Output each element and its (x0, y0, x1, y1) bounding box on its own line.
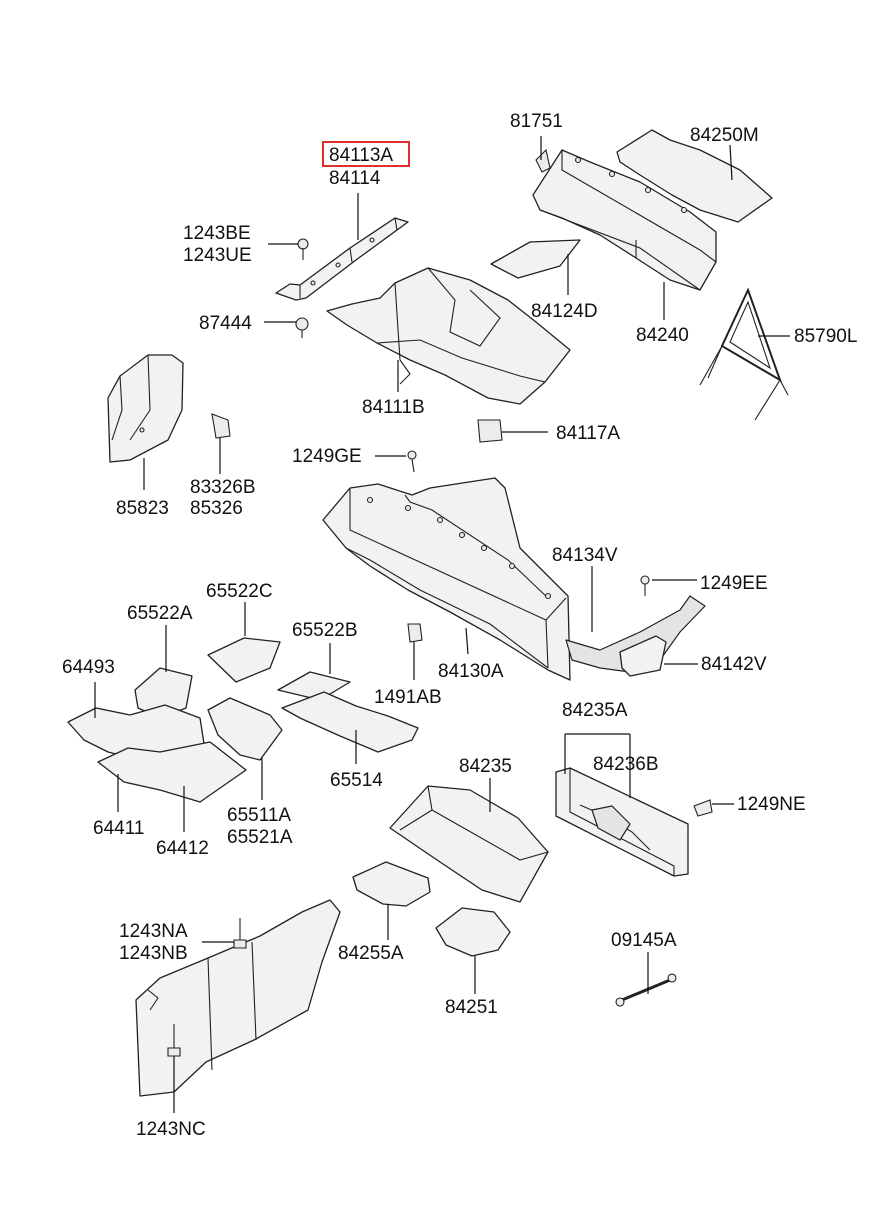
label-65514[interactable]: 65514 (330, 770, 383, 791)
label-1249ge[interactable]: 1249GE (292, 446, 362, 467)
pad-84250m (616, 129, 773, 223)
tray-64411 (67, 704, 247, 803)
label-84117a[interactable]: 84117A (556, 423, 620, 444)
label-87444[interactable]: 87444 (199, 313, 252, 334)
box-84236b (555, 767, 689, 877)
label-83326b[interactable]: 83326B (190, 477, 256, 498)
label-1249ee[interactable]: 1249EE (700, 573, 768, 594)
label-84130a[interactable]: 84130A (438, 661, 504, 682)
label-85326[interactable]: 85326 (190, 498, 243, 519)
label-1243na[interactable]: 1243NA (119, 921, 188, 942)
label-84113a[interactable]: 84113A (329, 145, 393, 166)
pad-65522c (207, 637, 281, 683)
label-84124d[interactable]: 84124D (531, 301, 598, 322)
cover-panel (135, 899, 341, 1097)
label-84134v[interactable]: 84134V (552, 545, 618, 566)
tray-84240 (532, 149, 717, 291)
label-84251[interactable]: 84251 (445, 997, 498, 1018)
label-65522a[interactable]: 65522A (127, 603, 193, 624)
bracket-84142v (619, 635, 667, 677)
label-81751[interactable]: 81751 (510, 111, 563, 132)
label-84111b[interactable]: 84111B (362, 397, 425, 418)
label-84114[interactable]: 84114 (329, 168, 381, 189)
label-84142v[interactable]: 84142V (701, 654, 767, 675)
label-84250m[interactable]: 84250M (690, 125, 759, 146)
pad-64493 (134, 667, 193, 719)
label-64493[interactable]: 64493 (62, 657, 115, 678)
triangle-85790l (699, 287, 789, 421)
panel-85823 (107, 354, 184, 463)
pad-65511a (207, 697, 283, 761)
label-09145a[interactable]: 09145A (611, 930, 677, 951)
label-85823[interactable]: 85823 (116, 498, 169, 519)
label-84235a[interactable]: 84235A (562, 700, 628, 721)
label-1249ne[interactable]: 1249NE (737, 794, 806, 815)
frame-84130a (322, 477, 571, 681)
pad-84124d (490, 239, 581, 279)
leader-lines (94, 136, 790, 1113)
label-85790l[interactable]: 85790L (794, 326, 857, 347)
label-65521a[interactable]: 65521A (227, 827, 293, 848)
highlight-box-84113a (322, 141, 410, 167)
label-84255a[interactable]: 84255A (338, 943, 404, 964)
wrench-09145a (615, 973, 677, 1007)
label-65522c[interactable]: 65522C (206, 581, 273, 602)
label-84235[interactable]: 84235 (459, 756, 512, 777)
label-64411[interactable]: 64411 (93, 818, 144, 839)
floor-84111b (326, 267, 571, 405)
tray-84235 (389, 785, 549, 903)
label-84240[interactable]: 84240 (636, 325, 689, 346)
label-1243be[interactable]: 1243BE (183, 223, 251, 244)
label-65511a[interactable]: 65511A (227, 805, 291, 826)
label-84236b[interactable]: 84236B (593, 754, 659, 775)
pad-84255a (352, 861, 431, 907)
arm-84134v (565, 595, 706, 673)
label-1491ab[interactable]: 1491AB (374, 687, 442, 708)
carpet-65514 (277, 671, 419, 753)
label-64412[interactable]: 64412 (156, 838, 209, 859)
pad-84251 (435, 907, 511, 957)
label-1243nc[interactable]: 1243NC (136, 1119, 206, 1140)
label-1243ue[interactable]: 1243UE (183, 245, 252, 266)
label-1243nb[interactable]: 1243NB (119, 943, 188, 964)
hardware-items (167, 148, 713, 1057)
label-65522b[interactable]: 65522B (292, 620, 358, 641)
bracket-84113a (275, 217, 409, 301)
